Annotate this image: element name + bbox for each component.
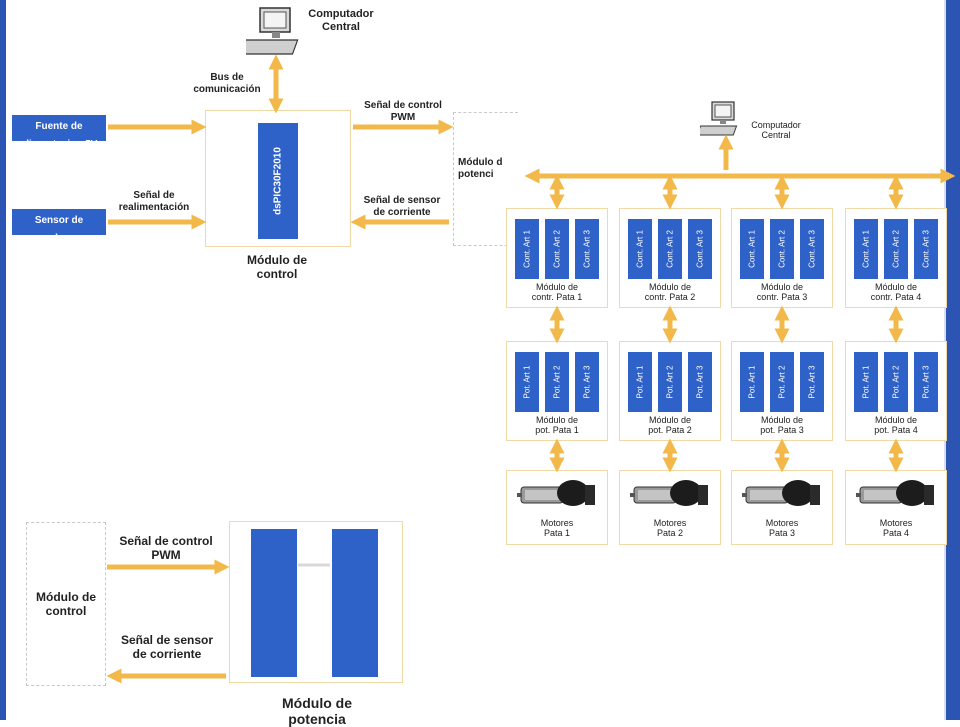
power-cell: Pot. Art 1 [628,352,652,412]
control-cell: Cont. Art 1 [854,219,878,279]
motor-icon [856,480,934,506]
pwm-signal-label: Señal de control PWM [364,100,442,123]
motor-icon [517,480,595,506]
control-module-leg-4: Cont. Art 1 Cont. Art 2 Cont. Art 3 Módu… [845,208,947,308]
motor-icon [742,480,820,506]
power-supply-label: Fuente de alimontacion 5V [20,121,98,150]
power-module-left-bar [251,529,297,677]
motor-box-leg-4: Motores Pata 4 [845,470,947,545]
control-module-box: dsPIC30F2010 [205,110,351,247]
control-cell: Cont. Art 3 [914,219,938,279]
power-module-label: Módulo de pot. Pata 3 [760,415,804,435]
control-module-label: Módulo de control [247,253,307,281]
motor-label: Motores Pata 3 [765,518,799,538]
control-cell: Cont. Art 1 [740,219,764,279]
feedback-signal-label: Señal de realimentación [118,190,190,213]
control-module-label: Módulo de contr. Pata 2 [644,282,696,302]
bottom-power-module-box [229,521,403,683]
top-computer-label: Computador Central [308,8,374,33]
control-module-leg-3: Cont. Art 1 Cont. Art 2 Cont. Art 3 Módu… [731,208,833,308]
power-module-leg-2: Pot. Art 1 Pot. Art 2 Pot. Art 3 Módulo … [619,341,721,441]
control-module-label: Módulo de contr. Pata 1 [531,282,583,302]
power-module-leg-3: Pot. Art 1 Pot. Art 2 Pot. Art 3 Módulo … [731,341,833,441]
power-cell: Pot. Art 2 [658,352,682,412]
power-module-right-bar [332,529,378,677]
power-cell: Pot. Art 2 [770,352,794,412]
motor-label: Motores Pata 4 [879,518,913,538]
power-cell: Pot. Art 1 [515,352,539,412]
motor-icon [630,480,708,506]
bottom-control-module-box: Módulo de control [26,522,106,686]
power-cell: Pot. Art 3 [914,352,938,412]
power-cell: Pot. Art 3 [688,352,712,412]
control-cell: Cont. Art 2 [658,219,682,279]
right-computer-icon [700,101,738,136]
power-cell: Pot. Art 1 [854,352,878,412]
control-cell: Cont. Art 3 [575,219,599,279]
current-signal-label: Señal de sensor de corriente [363,195,441,218]
bottom-control-module-label: Módulo de control [36,590,96,618]
control-module-label: Módulo de contr. Pata 3 [756,282,808,302]
power-cell: Pot. Art 2 [884,352,908,412]
power-module-label: Módulo de pot. Pata 2 [648,415,692,435]
control-cell: Cont. Art 3 [688,219,712,279]
bottom-pwm-label: Señal de control PWM [119,534,213,562]
top-computer-icon [246,7,299,55]
power-cell: Pot. Art 2 [545,352,569,412]
pulse-sensor-label: Sensor de pulsos [34,215,84,244]
power-cell: Pot. Art 1 [740,352,764,412]
bus-label: Bus de comunicación [193,72,261,95]
control-cell: Cont. Art 1 [628,219,652,279]
dspic-chip: dsPIC30F2010 [258,123,298,239]
motor-box-leg-2: Motores Pata 2 [619,470,721,545]
slide-frame-left [0,0,6,720]
power-module-leg-4: Pot. Art 1 Pot. Art 2 Pot. Art 3 Módulo … [845,341,947,441]
control-cell: Cont. Art 2 [770,219,794,279]
control-cell: Cont. Art 2 [545,219,569,279]
motor-box-leg-1: Motores Pata 1 [506,470,608,545]
pulse-sensor-box: Sensor de pulsos [12,209,106,244]
motor-label: Motores Pata 1 [540,518,574,538]
bottom-current-label: Señal de sensor de corriente [120,633,214,661]
power-module-label: Módulo de pot. Pata 1 [535,415,579,435]
control-cell: Cont. Art 2 [884,219,908,279]
control-cell: Cont. Art 1 [515,219,539,279]
control-module-label: Módulo de contr. Pata 4 [870,282,922,302]
control-cell: Cont. Art 3 [800,219,824,279]
power-supply-box: Fuente de alimontacion 5V [12,115,106,150]
right-computer-label: Computador Central [751,120,801,141]
power-module-label: Módulo de pot. Pata 4 [874,415,918,435]
power-module-label-partial: Módulo d potenci [458,157,503,180]
motor-label: Motores Pata 2 [653,518,687,538]
motor-box-leg-3: Motores Pata 3 [731,470,833,545]
power-cell: Pot. Art 3 [800,352,824,412]
power-cell: Pot. Art 3 [575,352,599,412]
